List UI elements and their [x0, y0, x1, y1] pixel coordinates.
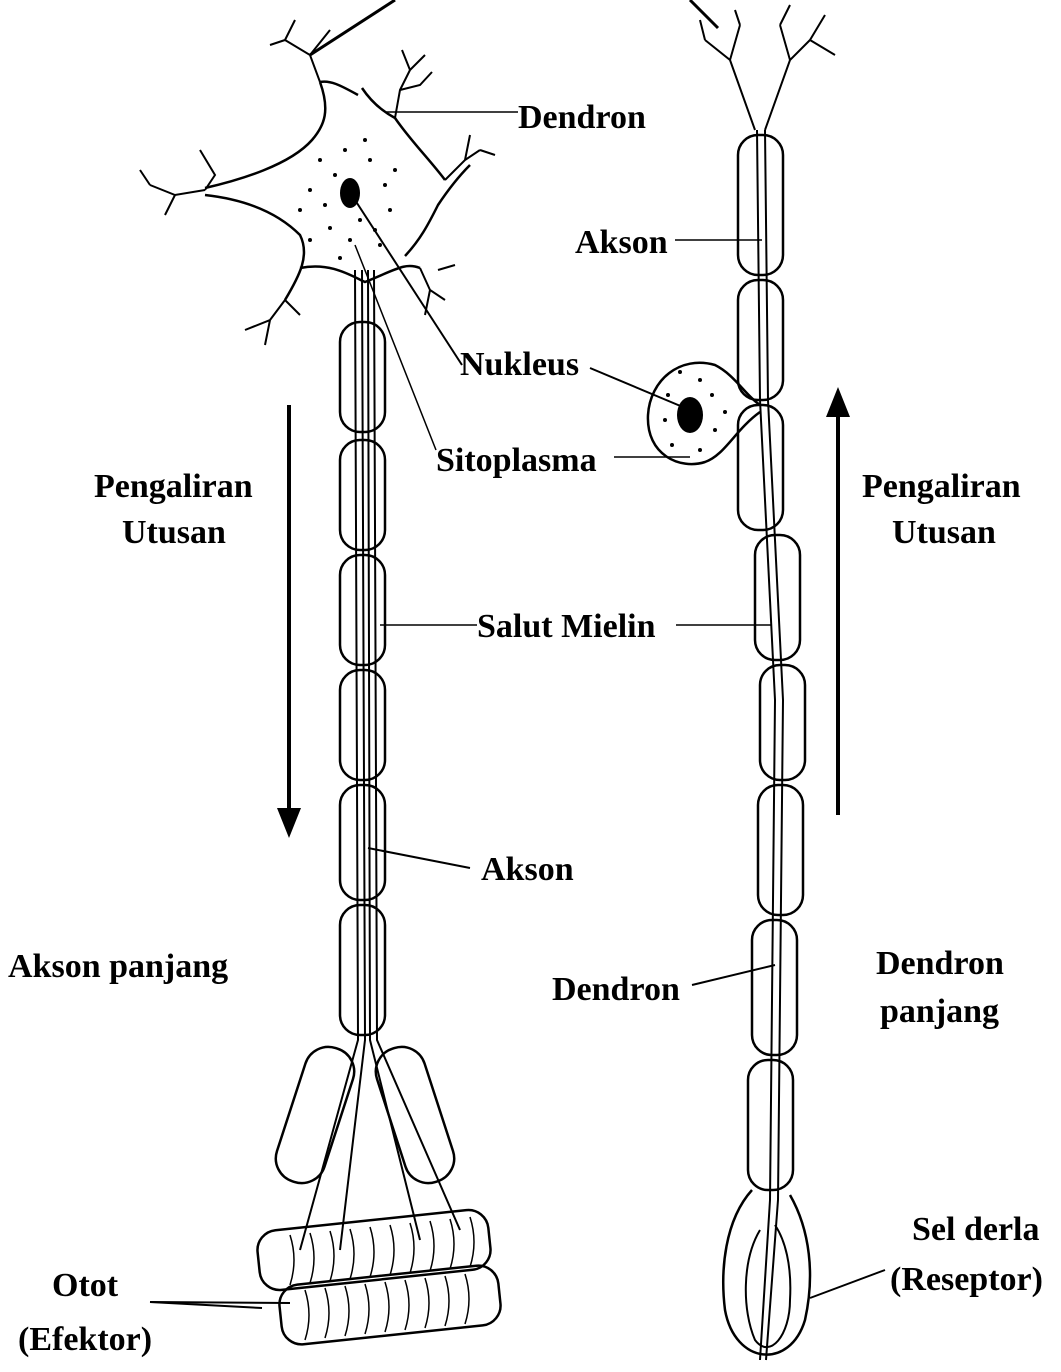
label-akson-right: Akson: [575, 224, 668, 261]
dendrite-top: [270, 20, 330, 82]
label-salut-mielin: Salut Mielin: [477, 608, 656, 645]
conduction-arrow-left: [277, 405, 301, 838]
label-dendron-right: Dendron: [552, 971, 680, 1008]
label-pengaliran-right-2: Utusan: [892, 514, 996, 551]
motor-neuron-cell-body: [140, 20, 495, 345]
label-akson-mid: Akson: [481, 851, 574, 888]
dendrite-right: [445, 135, 495, 180]
label-akson-panjang: Akson panjang: [8, 948, 228, 985]
conduction-arrow-right: [826, 387, 850, 815]
dendrite-top-right: [395, 50, 432, 118]
label-dendron-panjang-1: Dendron: [876, 945, 1004, 982]
label-sel-derla-2: (Reseptor): [890, 1261, 1043, 1298]
label-dendron-panjang-2: panjang: [880, 993, 999, 1030]
sensory-receptor: [723, 1190, 810, 1355]
dendrite-lower-left: [245, 300, 300, 345]
dendrite-left: [140, 150, 215, 215]
label-pengaliran-left-2: Utusan: [122, 514, 226, 551]
label-pengaliran-right-1: Pengaliran: [862, 468, 1021, 505]
top-connector-right: [690, 0, 718, 28]
top-connector-left: [310, 0, 395, 55]
muscle-effector: [255, 1208, 502, 1346]
label-pengaliran-left-1: Pengaliran: [94, 468, 253, 505]
sensory-neuron-dendrites-top: [700, 5, 835, 130]
label-dendron-top: Dendron: [518, 99, 646, 136]
label-otot-2: (Efektor): [18, 1321, 152, 1358]
left-myelin-sheath: [270, 322, 461, 1189]
left-axon-fibers: [300, 270, 460, 1250]
label-nukleus: Nukleus: [460, 346, 579, 383]
label-otot-1: Otot: [52, 1267, 119, 1304]
nucleus-right: [677, 397, 703, 433]
label-sel-derla-1: Sel derla: [912, 1211, 1039, 1248]
label-sitoplasma: Sitoplasma: [436, 442, 597, 479]
